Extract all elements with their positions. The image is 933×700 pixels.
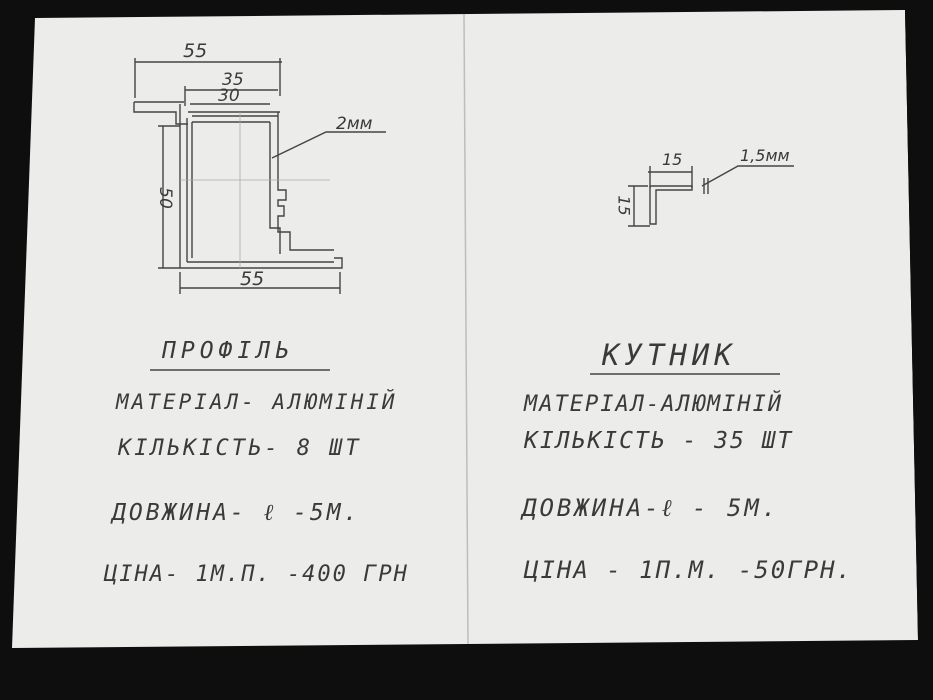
profile-dim-top-label: 55	[183, 40, 208, 62]
fold-line	[463, 13, 469, 645]
angle-dim-thickness-label: 1,5мм	[740, 146, 790, 165]
angle-title: КУТНИК	[602, 338, 737, 372]
profile-price: ЦІНА- 1М.П. -400 ГРН	[104, 562, 409, 587]
profile-drawing	[133, 58, 386, 294]
angle-material: МАТЕРІАЛ-АЛЮМІНІЙ	[524, 392, 784, 417]
profile-dim-thickness-label: 2мм	[336, 114, 373, 134]
angle-dim-width-label: 15	[662, 150, 683, 169]
angle-price: ЦІНА - 1П.М. -50ГРН.	[524, 556, 853, 584]
profile-quantity: КІЛЬКІСТЬ- 8 ШТ	[118, 436, 362, 461]
profile-dim-35-label: 35	[222, 70, 244, 90]
profile-material: МАТЕРІАЛ- АЛЮМІНІЙ	[116, 390, 398, 414]
profile-dim-bottom-label: 55	[240, 268, 265, 290]
angle-quantity: КІЛЬКІСТЬ - 35 ШТ	[524, 428, 794, 454]
profile-title: ПРОФІЛЬ	[162, 338, 294, 364]
profile-dim-30-label: 30	[218, 86, 240, 106]
angle-dim-height-label: 15	[614, 195, 634, 216]
angle-length: ДОВЖИНА-ℓ - 5М.	[522, 494, 780, 522]
profile-dim-height-label: 50	[154, 187, 175, 209]
profile-length: ДОВЖИНА- ℓ -5М.	[112, 500, 361, 526]
angle-drawing	[628, 165, 794, 227]
